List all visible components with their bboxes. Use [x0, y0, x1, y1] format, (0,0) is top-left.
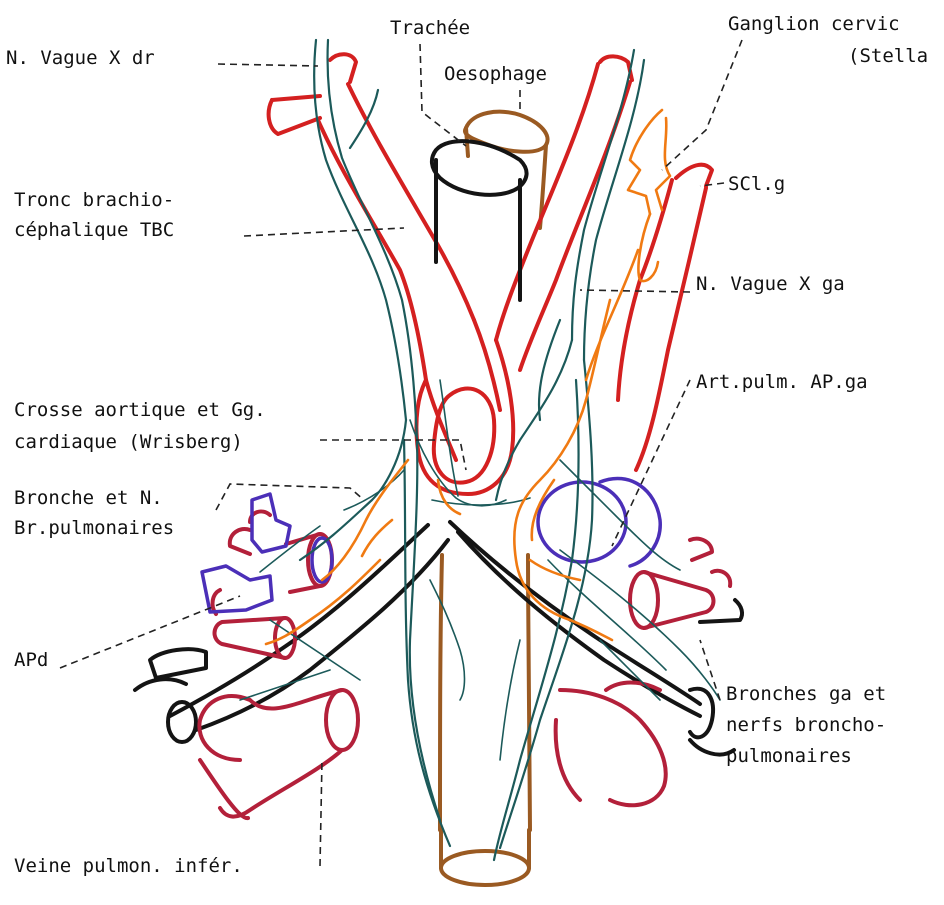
- label-vague-ga: N. Vague X ga: [696, 273, 845, 295]
- label-veine: Veine pulmon. infér.: [14, 855, 243, 877]
- vagus-nerve-right: [300, 40, 450, 846]
- label-trachee: Trachée: [390, 17, 470, 39]
- label-bronche-2: Br.pulmonaires: [14, 517, 174, 539]
- aortic-arteries: [269, 54, 712, 494]
- pulmonary-vessels-left: [556, 539, 731, 806]
- label-tbc-2: céphalique TBC: [14, 219, 174, 241]
- label-oesophage: Oesophage: [444, 63, 547, 85]
- label-bronches-ga-3: pulmonaires: [726, 745, 852, 767]
- label-apd: APd: [14, 649, 48, 671]
- trachea: [432, 141, 527, 300]
- label-tbc-1: Tronc brachio-: [14, 189, 174, 211]
- label-crosse-2: cardiaque (Wrisberg): [14, 431, 243, 453]
- leader-lines: [60, 40, 742, 866]
- vagus-nerve-left: [494, 50, 644, 860]
- label-vague-dr: N. Vague X dr: [6, 47, 155, 69]
- label-bronches-ga-2: nerfs broncho-: [726, 714, 886, 736]
- label-art-pulm: Art.pulm. AP.ga: [696, 371, 868, 393]
- label-crosse-1: Crosse aortique et Gg.: [14, 399, 266, 421]
- label-bronches-ga-1: Bronches ga et: [726, 683, 886, 705]
- label-scl: SCl.g: [728, 173, 785, 195]
- label-ganglion-1: Ganglion cervic: [728, 13, 900, 35]
- label-ganglion-2: (Stella: [848, 45, 928, 67]
- label-bronche-1: Bronche et N.: [14, 487, 163, 509]
- left-pulmonary-artery: [538, 478, 660, 566]
